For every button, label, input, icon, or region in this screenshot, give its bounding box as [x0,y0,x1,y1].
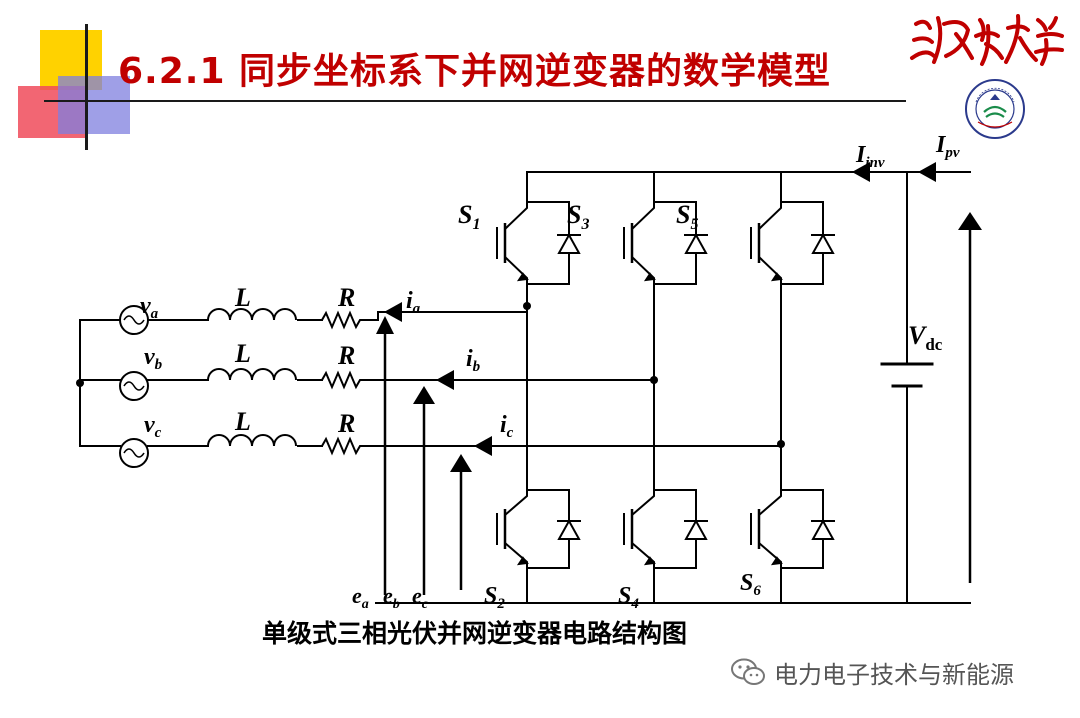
university-logo [910,14,1064,66]
current-c-label: ic [500,412,514,441]
inductor-a-label: L [234,283,251,312]
source-b-label: vb [144,344,163,373]
emf-b-label: eb [383,583,400,612]
university-seal [965,79,1025,139]
igbt-module-lower-1 [496,484,581,574]
junction-dot [777,440,785,448]
watermark-text: 电力电子技术与新能源 [774,660,1014,689]
deco-blue-square [58,76,130,134]
inductor-a [207,308,297,321]
switch-s2-label: S2 [484,583,505,612]
emf-a-label: ea [352,583,369,612]
source-a-label: va [140,293,159,322]
switch-s5-label: S5 [676,200,698,233]
emf-c-label: ec [412,583,429,612]
junction-dot [523,302,531,310]
igbt-module-upper-3 [750,196,835,290]
watermark: 电力电子技术与新能源 [730,652,1014,692]
phase-a-line [79,311,528,321]
igbt-module-lower-3 [750,484,835,574]
inductor-c [207,434,297,447]
switch-s4-label: S4 [618,583,639,612]
resistor-a-label: R [337,283,355,312]
dc-voltage-label: Vdc [908,321,943,354]
deco-vertical-bar [85,24,88,150]
pv-current-label: Ipv [935,132,960,161]
igbt-module-upper-1 [496,196,581,290]
switch-s1-label: S1 [458,200,480,233]
current-a-label: ia [406,288,421,317]
switch-s3-label: S3 [567,200,589,233]
junction-dot [76,379,84,387]
source-c-label: vc [144,412,162,441]
figure-caption: 单级式三相光伏并网逆变器电路结构图 [262,619,688,648]
wechat-icon [731,658,765,685]
igbt-module-upper-2 [623,196,708,290]
resistor-c-label: R [337,409,355,438]
switch-s6-label: S6 [740,570,761,599]
inductor-c-label: L [234,407,251,436]
resistor-a [321,310,368,330]
resistor-b-label: R [337,341,355,370]
title-rule [44,100,906,102]
igbt-module-lower-2 [623,484,708,574]
inductor-b [207,368,297,381]
junction-dot [650,376,658,384]
inverter-current-label: Iinv [855,142,885,171]
resistor-c [321,436,368,456]
slide-title: 6.2.1 同步坐标系下并网逆变器的数学模型 [118,51,832,92]
inductor-b-label: L [234,339,251,368]
resistor-b [321,370,368,390]
current-b-label: ib [466,346,481,375]
